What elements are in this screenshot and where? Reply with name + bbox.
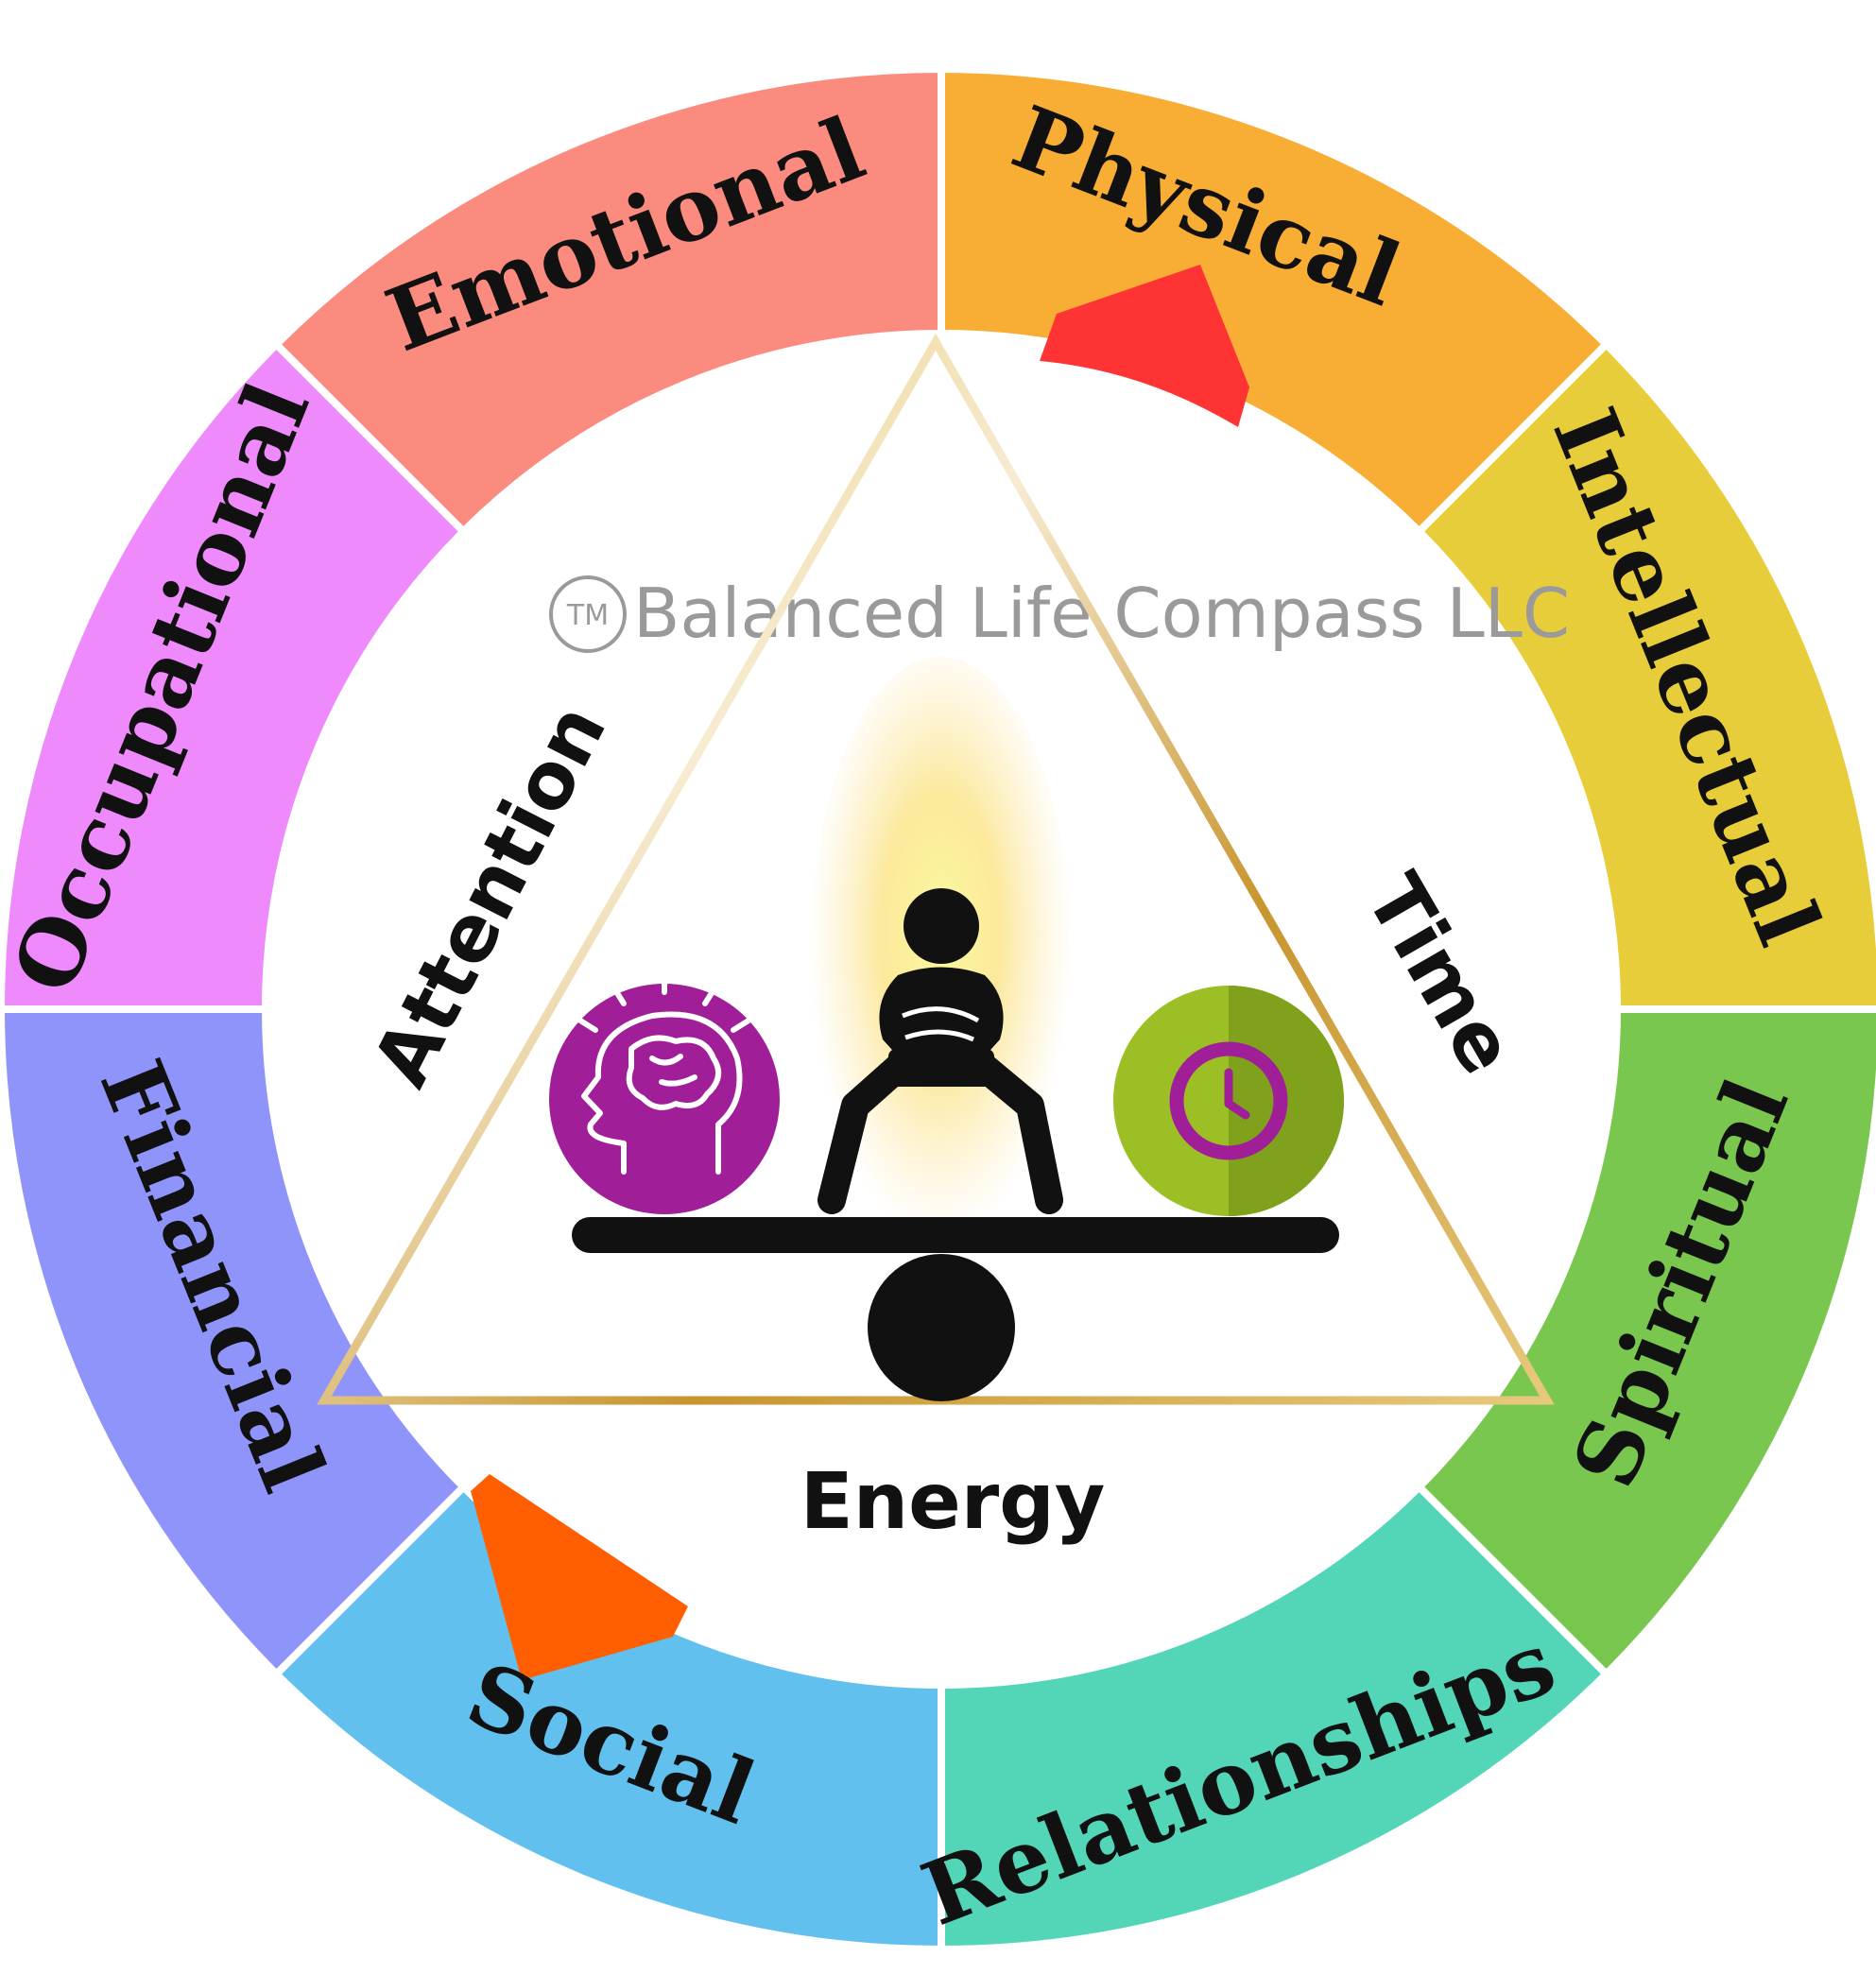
segment-intellectual [1413,338,1876,1013]
wellness-ring [0,64,1876,1954]
watermark: TM Balanced Life Compass LLC [549,574,1570,653]
triangle-label-time: Time [1348,860,1532,1089]
social-marker [471,1474,688,1680]
seesaw-fulcrum [868,1254,1015,1401]
brain-head-icon [549,972,780,1214]
clock-icon [1113,986,1344,1216]
glow [808,657,1073,1271]
physical-marker [1040,265,1249,427]
watermark-text: Balanced Life Compass LLC [633,574,1570,653]
triangle-label-energy: Energy [800,1457,1106,1547]
segment-emotional [270,64,945,538]
trademark-circle [549,575,627,653]
trademark-symbol: TM [566,599,609,632]
balanced-person-icon [818,888,1063,1214]
seesaw-beam [572,1217,1339,1253]
